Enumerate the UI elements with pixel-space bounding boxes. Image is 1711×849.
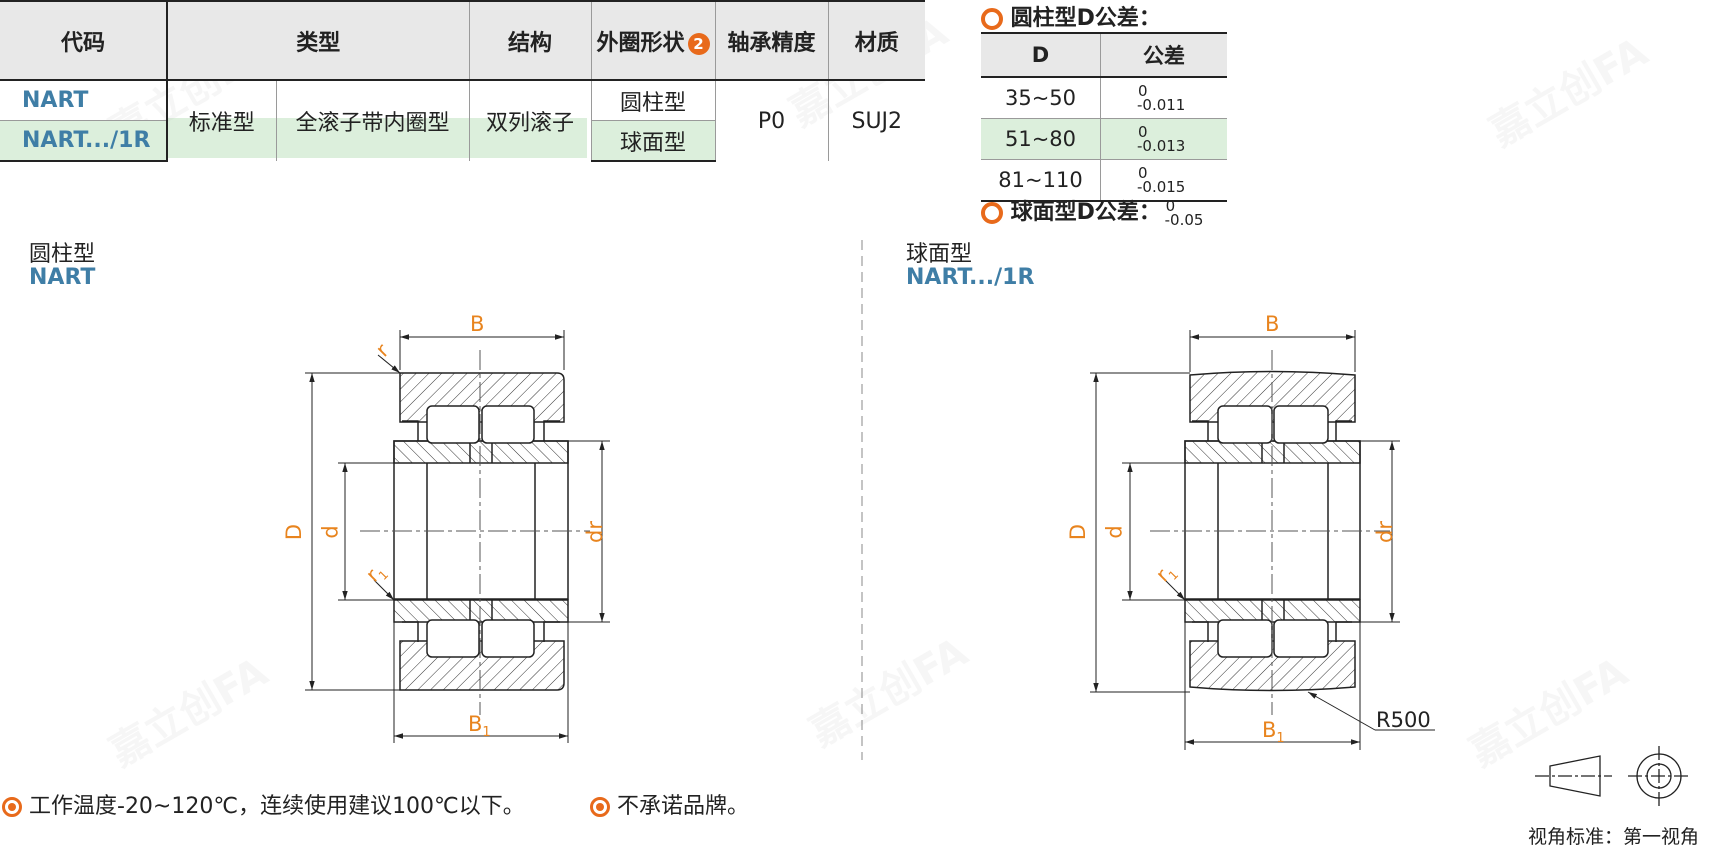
spherical-tolerance: 球面型D公差： 0-0.05 <box>981 194 1203 228</box>
tolerance-title: 圆柱型D公差： <box>981 0 1161 32</box>
projection-symbol-icon <box>1535 746 1690 806</box>
code-nart: NART <box>0 80 168 121</box>
tol-d: 51~80 <box>981 118 1101 160</box>
note-temperature: 工作温度-20~120℃，连续使用建议100℃以下。 <box>2 788 525 820</box>
bullet-ring-icon <box>981 8 1003 30</box>
bullet-ring-icon <box>981 202 1003 224</box>
dim-D-left: D <box>282 523 307 541</box>
dim-B-right: B <box>1265 312 1280 336</box>
dim-B1-left: B1 <box>468 712 491 741</box>
type-main: 标准型 <box>167 80 277 161</box>
header-material: 材质 <box>828 0 926 81</box>
header-type: 类型 <box>167 0 470 81</box>
right-view-code: NART.../1R <box>906 265 1035 290</box>
header-structure: 结构 <box>469 0 592 81</box>
dim-d-right: d <box>1102 525 1127 539</box>
projection-label: 视角标准：第一视角 <box>1528 826 1700 848</box>
header-code: 代码 <box>0 0 168 81</box>
tolerance-table: D 公差 35~50 0-0.011 51~80 0-0.013 81~110 … <box>981 32 1227 202</box>
tol-value: 0-0.015 <box>1100 159 1227 202</box>
dim-dr-right: dr <box>1372 521 1397 543</box>
left-view-title: 圆柱型 <box>29 242 96 267</box>
left-view-code: NART <box>29 265 96 290</box>
material: SUJ2 <box>851 108 903 134</box>
dim-R500: R500 <box>1376 708 1431 732</box>
note-badge: 2 <box>687 32 710 55</box>
shape-sphere: 球面型 <box>591 120 716 162</box>
bullet-dot-icon <box>590 797 610 817</box>
tol-header-d: D <box>981 32 1101 78</box>
dim-B1-right: B1 <box>1262 718 1285 747</box>
bullet-dot-icon <box>2 797 22 817</box>
tol-d: 81~110 <box>981 159 1101 202</box>
structure: 双列滚子 <box>469 80 592 161</box>
precision: P0 <box>715 80 829 161</box>
tol-d: 35~50 <box>981 77 1101 119</box>
dim-D-right: D <box>1066 523 1091 541</box>
right-view-title: 球面型 <box>906 242 973 267</box>
header-precision: 轴承精度 <box>715 0 829 81</box>
tol-value: 0-0.013 <box>1100 118 1227 160</box>
type-sub: 全滚子带内圈型 <box>276 80 470 161</box>
tol-header-tol: 公差 <box>1100 32 1227 78</box>
tol-value: 0-0.011 <box>1100 77 1227 119</box>
cylindrical-bearing <box>393 372 569 691</box>
dim-B-left: B <box>470 312 485 336</box>
dim-dr-left: dr <box>582 521 607 543</box>
code-nart-1r: NART.../1R <box>0 120 168 162</box>
dim-d-left: d <box>318 525 343 539</box>
shape-cylinder: 圆柱型 <box>591 80 716 121</box>
note-brand: 不承诺品牌。 <box>590 788 749 820</box>
